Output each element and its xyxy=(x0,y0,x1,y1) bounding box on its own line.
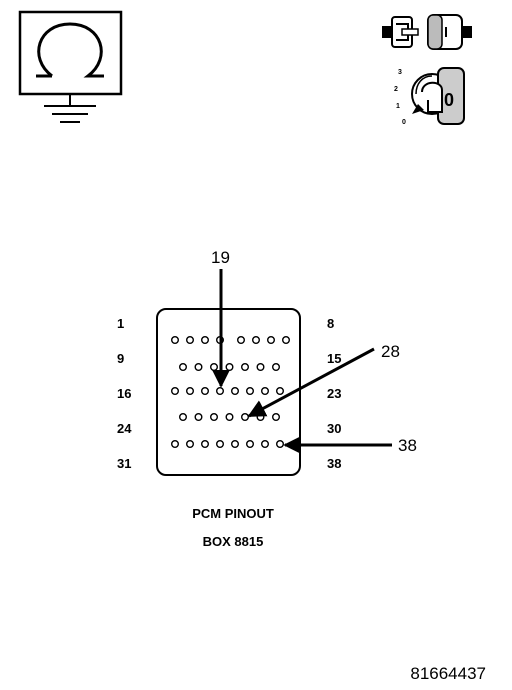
pin-17 xyxy=(185,387,194,396)
pin-21 xyxy=(245,387,254,396)
row-label-left-31: 31 xyxy=(117,456,132,471)
pin-33 xyxy=(200,440,209,449)
pin-2 xyxy=(185,336,194,345)
pin-26 xyxy=(209,413,218,422)
connector-body xyxy=(156,308,301,476)
pin-29 xyxy=(256,413,265,422)
pin-3 xyxy=(200,336,209,345)
ignition-position-0: 0 xyxy=(402,119,406,126)
pin-38 xyxy=(276,440,285,449)
row-label-left-1: 1 xyxy=(117,316,125,331)
pin-10 xyxy=(194,363,203,372)
row-label-right-15: 15 xyxy=(327,351,342,366)
callout-pin-38: 38 xyxy=(398,436,417,455)
row-label-right-30: 30 xyxy=(327,421,342,436)
row-label-right-38: 38 xyxy=(327,456,342,471)
arrow-pin-28 xyxy=(247,347,375,418)
pin-7 xyxy=(267,336,276,345)
pin-15 xyxy=(272,363,281,372)
pin-37 xyxy=(261,440,270,449)
pin-1 xyxy=(170,336,179,345)
row-label-right-8: 8 xyxy=(327,316,335,331)
callout-pin-28: 28 xyxy=(381,342,400,361)
pin-32 xyxy=(185,440,194,449)
pin-20 xyxy=(230,387,239,396)
pin-18 xyxy=(200,387,209,396)
pin-19 xyxy=(215,387,224,396)
pin-34 xyxy=(215,440,224,449)
pin-31 xyxy=(170,440,179,449)
row-label-left-9: 9 xyxy=(117,351,125,366)
ignition-position-2: 2 xyxy=(394,86,398,93)
pin-14 xyxy=(256,363,265,372)
pin-8 xyxy=(282,336,291,345)
row-label-left-24: 24 xyxy=(117,421,132,436)
row-label-right-23: 23 xyxy=(327,386,342,401)
pin-5 xyxy=(236,336,245,345)
pin-30 xyxy=(272,413,281,422)
pin-35 xyxy=(230,440,239,449)
document-number: 81664437 xyxy=(410,664,486,683)
pin-11 xyxy=(209,363,218,372)
ignition-position-3: 3 xyxy=(398,69,402,76)
pin-16 xyxy=(170,387,179,396)
pin-23 xyxy=(276,387,285,396)
caption-subtitle: BOX 8815 xyxy=(202,534,264,549)
ignition-position-1: 1 xyxy=(396,103,400,110)
pin-27 xyxy=(225,413,234,422)
pin-24 xyxy=(178,413,187,422)
key-symbol: 0 xyxy=(444,90,454,110)
pin-36 xyxy=(245,440,254,449)
ohmmeter-icon xyxy=(18,10,123,123)
pin-6 xyxy=(251,336,260,345)
pin-12 xyxy=(225,363,234,372)
caption-title: PCM PINOUT xyxy=(192,506,274,521)
pin-22 xyxy=(261,387,270,396)
pin-28 xyxy=(240,413,249,422)
pin-25 xyxy=(194,413,203,422)
connector-disconnected-icon xyxy=(382,14,472,50)
ignition-key-off-icon: 3 2 1 0 0 xyxy=(394,67,465,126)
pin-9 xyxy=(178,363,187,372)
pin-13 xyxy=(240,363,249,372)
callout-pin-19: 19 xyxy=(211,248,230,267)
row-label-left-16: 16 xyxy=(117,386,132,401)
